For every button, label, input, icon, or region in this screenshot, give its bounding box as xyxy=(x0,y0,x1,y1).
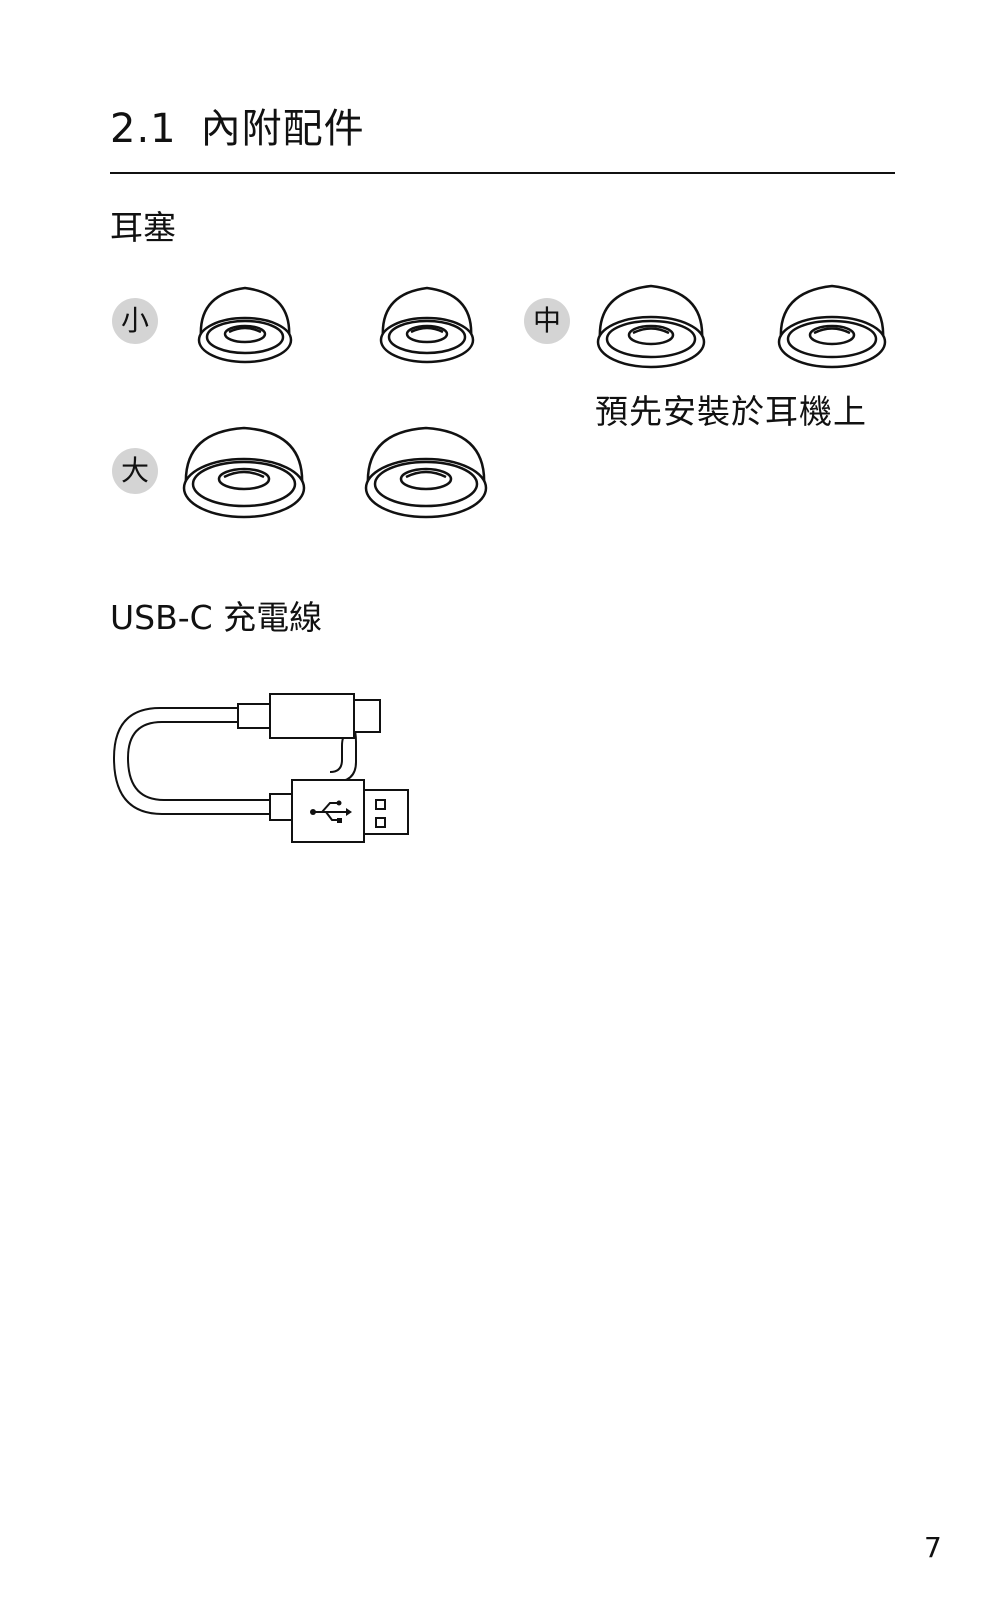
ear-tip-medium-icon xyxy=(775,282,889,374)
usb-c-cable-icon xyxy=(108,686,418,846)
section-title: 2.1 內附配件 xyxy=(110,104,365,154)
section-heading: 內附配件 xyxy=(201,106,365,152)
preinstalled-note: 預先安裝於耳機上 xyxy=(595,392,867,432)
cable-heading: USB-C 充電線 xyxy=(110,598,322,638)
page-number: 7 xyxy=(924,1530,942,1566)
ear-tip-large-icon xyxy=(362,424,490,524)
ear-tip-large-icon xyxy=(180,424,308,524)
size-badge-large: 大 xyxy=(112,448,158,494)
ear-tip-small-icon xyxy=(377,284,477,370)
title-divider xyxy=(110,172,895,174)
ear-tip-small-icon xyxy=(195,284,295,370)
ear-tip-medium-icon xyxy=(594,282,708,374)
eartips-heading: 耳塞 xyxy=(110,208,176,248)
size-badge-medium: 中 xyxy=(524,298,570,344)
size-badge-small: 小 xyxy=(112,298,158,344)
section-number: 2.1 xyxy=(110,106,177,152)
